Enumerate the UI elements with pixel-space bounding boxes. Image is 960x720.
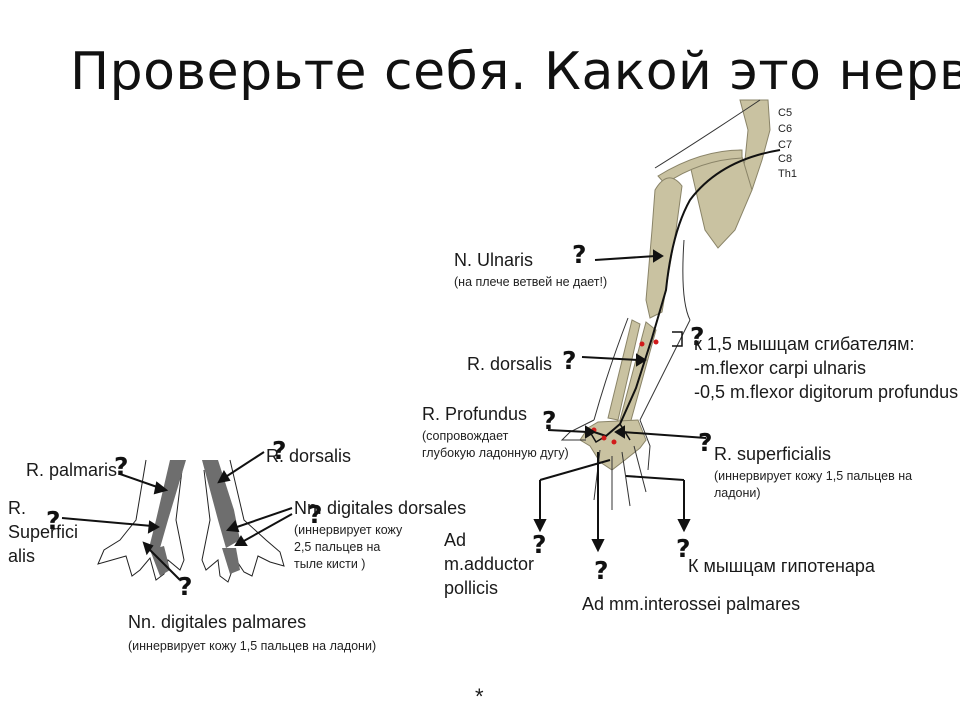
question-r-dorsalis: ? [562,346,577,375]
question-adductor: ? [532,530,547,559]
arrows-right [533,249,707,553]
hand-palmar [97,459,185,581]
humerus [645,177,683,319]
question-r-dorsalis-hand: ? [272,436,287,465]
label-flexors: к 1,5 мышцам сгибателям: -m.flexor carpi… [694,334,959,402]
hand-dorsal [201,459,285,583]
label-r-dorsalis: R. dorsalis [467,354,553,374]
arm-outline [560,99,761,510]
label-n-ulnaris: N. Ulnaris [454,250,534,270]
arrows-left [61,451,293,581]
root-c6: C6 [778,123,793,135]
shade-palmar [148,460,186,552]
hand-bones [579,419,647,471]
note-r-superficialis: (иннервирует кожу 1,5 пальцев на ладони) [714,469,913,500]
question-r-superficialis: ? [698,428,713,457]
clavicle [657,149,743,185]
question-n-ulnaris: ? [572,240,587,269]
ulnar-nerve-path [593,149,781,438]
label-r-superficialis-left: R. Superfici alis [8,498,79,566]
question-interossei: ? [594,556,609,585]
question-nn-dig-dorsales: ? [308,500,323,529]
root-c5: C5 [778,107,793,119]
shade-dorsal-fingers [222,548,240,574]
note-n-ulnaris: (на плече ветвей не дает!) [454,275,608,289]
label-r-profundus: R. Profundus [422,404,528,424]
label-nn-dig-palmares: Nn. digitales palmares [128,612,307,632]
label-adductor: Ad m.adductor pollicis [444,530,535,598]
footer-star: * [475,684,484,709]
root-c7: C7 [778,139,793,151]
question-hypothenar: ? [676,534,691,563]
label-r-superficialis: R. superficialis [714,444,832,464]
note-nn-dig-palmares: (иннервирует кожу 1,5 пальцев на ладони) [128,639,377,653]
question-r-palmaris: ? [114,452,129,481]
note-nn-dig-dorsales: (иннервирует кожу 2,5 пальцев на тыле ки… [294,523,403,571]
label-nn-dig-dorsales: Nn. digitales dorsales [294,498,467,518]
root-th1: Th1 [778,168,797,180]
label-interossei: Ad mm.interossei palmares [582,594,801,614]
label-hypothenar: К мышцам гипотенара [688,556,875,576]
question-r-superficialis-left: ? [46,506,61,535]
question-nn-dig-palmares: ? [178,572,193,601]
page-title: Проверьте себя. Какой это нерв? [70,42,960,102]
question-r-profundus: ? [542,406,557,435]
note-r-profundus: (сопровождает глубокую ладонную дугу) [422,429,569,460]
root-c8: C8 [778,153,793,165]
bracket [672,331,683,347]
label-r-dorsalis-hand: R. dorsalis [266,446,352,466]
radius [607,319,641,421]
question-flexors: ? [690,322,705,351]
label-r-palmaris: R. palmaris [26,460,118,480]
